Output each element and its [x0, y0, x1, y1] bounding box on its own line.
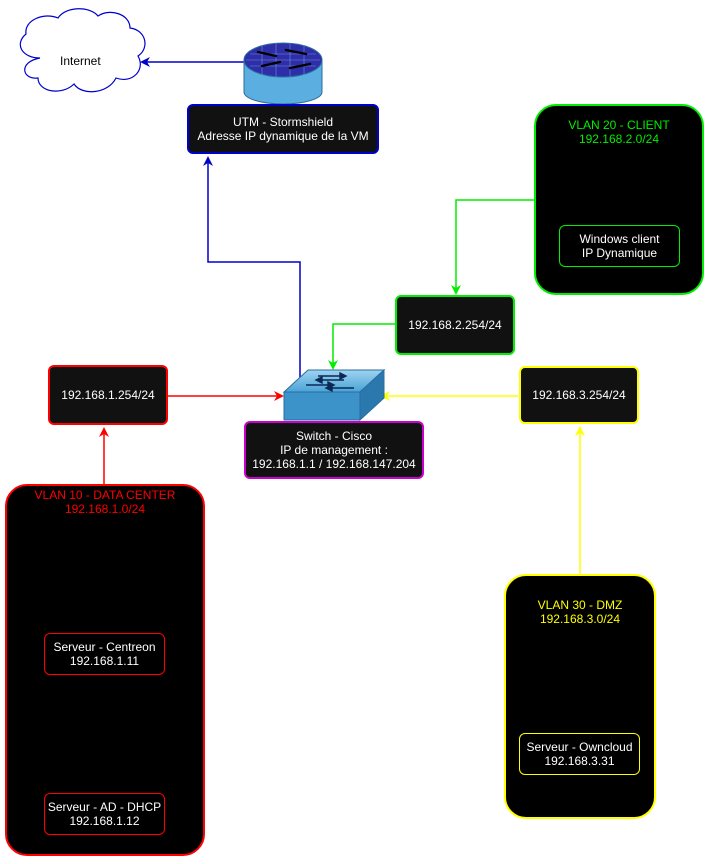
- server-owncloud-ip: 192.168.3.31: [544, 754, 615, 768]
- switch-mgmt-label: IP de management :: [280, 443, 388, 457]
- server-owncloud-box[interactable]: Serveur - Owncloud 192.168.3.31: [519, 733, 640, 775]
- windows-client-ip: IP Dynamique: [581, 246, 658, 260]
- gateway-vlan10-ip: 192.168.1.254/24: [61, 388, 155, 402]
- vlan20-title: VLAN 20 - CLIENT: [568, 118, 670, 132]
- switch-mgmt-ip: 192.168.1.1 / 192.168.147.204: [252, 457, 416, 471]
- vlan10-subnet: 192.168.1.0/24: [64, 502, 146, 516]
- server-owncloud-name: Serveur - Owncloud: [526, 740, 633, 754]
- link-gateway20-switch: [328, 323, 395, 370]
- server-centreon-box[interactable]: Serveur - Centreon 192.168.1.11: [44, 633, 165, 675]
- gateway-vlan10-box[interactable]: 192.168.1.254/24: [48, 365, 168, 425]
- server-ad-dhcp-ip: 192.168.1.12: [69, 814, 140, 828]
- switch-icon: [282, 368, 386, 422]
- gateway-vlan30-ip: 192.168.3.254/24: [532, 388, 626, 402]
- gateway-vlan20-ip: 192.168.2.254/24: [408, 318, 502, 332]
- windows-client-name: Windows client: [579, 232, 660, 246]
- switch-cisco-box[interactable]: Switch - Cisco IP de management : 192.16…: [244, 421, 424, 479]
- vlan30-title: VLAN 30 - DMZ: [537, 598, 623, 612]
- server-centreon-name: Serveur - Centreon: [53, 640, 156, 654]
- internet-cloud-icon: [19, 8, 146, 93]
- switch-name: Switch - Cisco: [295, 429, 372, 443]
- vlan10-title: VLAN 10 - DATA CENTER: [34, 488, 176, 502]
- server-ad-dhcp-name: Serveur - AD - DHCP: [47, 800, 162, 814]
- utm-stormshield-box[interactable]: UTM - Stormshield Adresse IP dynamique d…: [187, 104, 379, 154]
- utm-name: UTM - Stormshield: [232, 115, 333, 129]
- vlan30-subnet: 192.168.3.0/24: [539, 612, 621, 626]
- internet-label: Internet: [60, 54, 101, 68]
- link-switch-utm: [203, 156, 301, 382]
- utm-ip: Adresse IP dynamique de la VM: [197, 129, 369, 143]
- server-ad-dhcp-box[interactable]: Serveur - AD - DHCP 192.168.1.12: [44, 793, 165, 835]
- vlan20-subnet: 192.168.2.0/24: [578, 132, 660, 146]
- gateway-vlan30-box[interactable]: 192.168.3.254/24: [519, 366, 639, 424]
- link-vlan20-gateway: [451, 199, 534, 295]
- server-centreon-ip: 192.168.1.11: [69, 654, 140, 668]
- gateway-vlan20-box[interactable]: 192.168.2.254/24: [395, 295, 515, 355]
- vlan30-dmz-group: VLAN 30 - DMZ 192.168.3.0/24: [504, 574, 656, 819]
- windows-client-box[interactable]: Windows client IP Dynamique: [559, 225, 680, 267]
- router-icon: [243, 42, 323, 105]
